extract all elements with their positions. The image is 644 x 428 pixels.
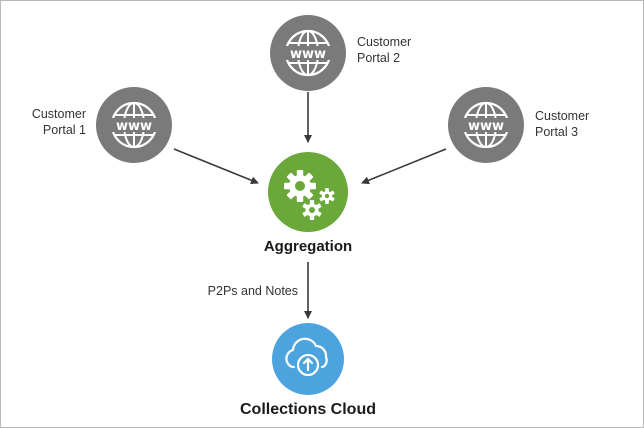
portal3-label-line1: Customer (535, 109, 590, 123)
portal3-label-line2: Portal 3 (535, 125, 579, 139)
portal1-node (96, 87, 172, 163)
arrow-portal3-to-aggregation (361, 148, 447, 185)
portal2-label-line1: Customer (357, 35, 412, 49)
edge-label-p2ps-notes: P2Ps and Notes (207, 284, 298, 298)
cloud-upload-icon (285, 337, 328, 377)
portal3-label: Customer Portal 3 (535, 108, 589, 140)
portal3-node (448, 87, 524, 163)
portal2-label-line2: Portal 2 (357, 51, 401, 65)
cloud-node (272, 323, 344, 395)
arrow-portal1-to-aggregation (173, 148, 259, 185)
gears-icon (284, 170, 335, 220)
portal1-label: Customer Portal 1 (32, 106, 86, 138)
aggregation-node (268, 152, 348, 232)
portal1-label-line2: Portal 1 (42, 123, 86, 137)
portal2-node (270, 15, 346, 91)
collections-cloud-label: Collections Cloud (240, 401, 376, 418)
portal2-label: Customer Portal 2 (357, 34, 411, 66)
aggregation-label: Aggregation (263, 238, 353, 255)
portal1-label-line1: Customer (31, 107, 86, 121)
